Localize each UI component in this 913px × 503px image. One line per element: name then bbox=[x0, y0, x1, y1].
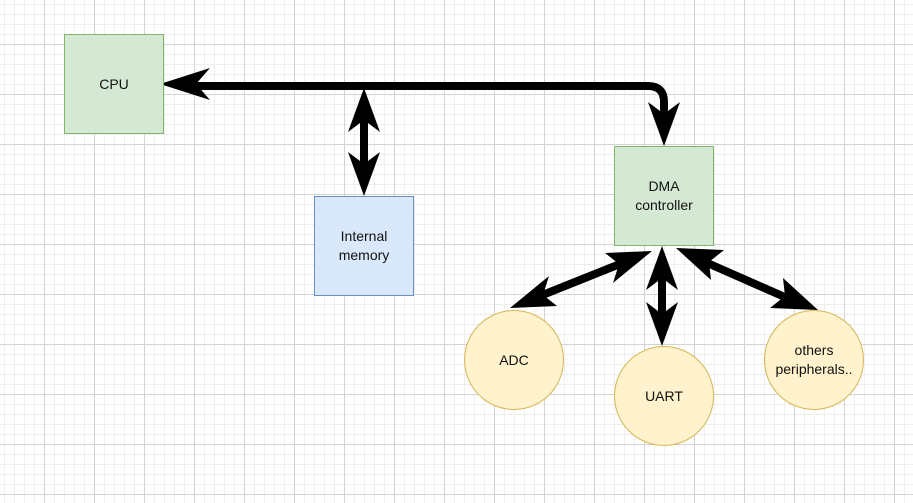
uart-node[interactable]: UART bbox=[614, 346, 714, 446]
arrowhead-memory bbox=[348, 152, 380, 196]
cpu-node[interactable]: CPU bbox=[64, 34, 164, 134]
adc-label: ADC bbox=[499, 351, 529, 368]
arrowhead-dma-adc-start bbox=[605, 251, 652, 283]
edge-cpu-dma-line bbox=[182, 82, 668, 125]
others-peripherals-label: others peripherals.. bbox=[775, 342, 853, 377]
arrowhead-uart bbox=[646, 302, 678, 346]
arrowhead-dma-others-start bbox=[676, 248, 724, 280]
arrowhead-cpu bbox=[160, 68, 210, 100]
arrowhead-dma-uart-start bbox=[646, 246, 678, 290]
edge-dma-adc-line bbox=[528, 254, 637, 304]
internal-memory-label: Internal memory bbox=[338, 228, 390, 263]
dma-controller-node[interactable]: DMA controller bbox=[614, 146, 714, 246]
arrowhead-dma-top bbox=[648, 102, 680, 146]
adc-node[interactable]: ADC bbox=[464, 310, 564, 410]
internal-memory-node[interactable]: Internal memory bbox=[314, 196, 414, 296]
uart-label: UART bbox=[645, 387, 683, 404]
dma-controller-label: DMA controller bbox=[635, 178, 693, 213]
arrowhead-adc bbox=[510, 276, 557, 308]
arrowhead-bus bbox=[348, 88, 380, 132]
others-peripherals-node[interactable]: others peripherals.. bbox=[764, 310, 864, 410]
arrowhead-others bbox=[770, 278, 818, 310]
edge-dma-others-line bbox=[694, 254, 798, 306]
cpu-label: CPU bbox=[99, 75, 129, 92]
